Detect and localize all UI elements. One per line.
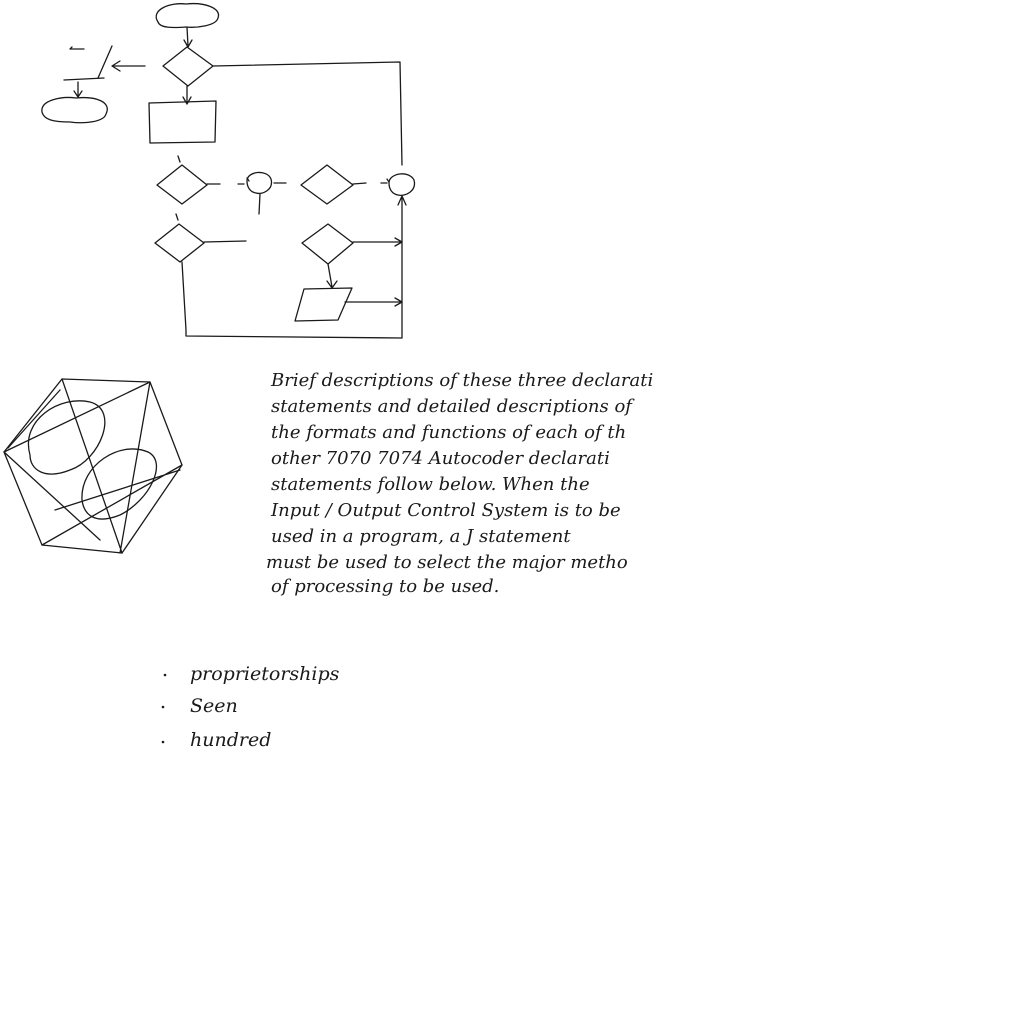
connector-circle-2 [389,174,414,196]
right-loop-line [213,62,402,165]
arrow-start-to-decision [184,27,192,47]
bullet-item-2: Seen [190,695,238,717]
start-terminator [156,4,218,28]
paragraph-line-7: used in a program, a J statement [271,526,571,547]
flowchart [42,4,415,338]
bullet-dot-1 [164,674,167,677]
paragraph-line-4: other 7070 7074 Autocoder declarati [271,448,610,469]
connector-1-tails [238,183,286,214]
paragraph-line-5: statements follow below. When the [271,474,590,495]
arrow-decision-left [112,61,145,71]
paragraph-line-2: statements and detailed descriptions of [271,396,635,417]
bottom-return-line [182,196,406,338]
end-terminator [42,98,107,123]
arrow-diamond4-right [353,238,402,246]
decision-diamond-low-2 [302,224,353,264]
bullet-dot-2 [162,706,165,709]
scribble-loops [28,401,156,519]
arrow-exit-down [74,82,82,97]
paragraph-line-8: must be used to select the major metho [266,552,628,573]
bullet-dot-3 [162,741,165,744]
line-diamond3-right [204,241,246,242]
arrow-diamond2-out [353,183,366,184]
hexagon-outline [4,379,182,553]
io-parallelogram [295,288,352,321]
scribble-hexagon [4,379,182,553]
decision-diamond-top [163,47,213,86]
bullet-list: proprietorships Seen hundred [162,663,340,751]
decision-diamond-mid-2 [301,165,353,204]
scribble-lines [4,379,182,553]
tick-marks [176,156,389,220]
decision-diamond-mid-1 [157,165,207,204]
bullet-item-1: proprietorships [190,663,340,685]
arrow-diamond4-down [327,264,337,288]
decision-diamond-low-1 [155,224,204,262]
connector-circle-1 [247,172,271,193]
paragraph-line-6: Input / Output Control System is to be [270,500,621,521]
arrow-parallelogram-right [345,298,402,306]
exit-stroke [64,46,112,80]
bullet-item-3: hundred [190,729,271,751]
paragraph-line-3: the formats and functions of each of th [271,422,626,443]
paragraph-line-9: of processing to be used. [271,576,499,597]
paragraph-line-1: Brief descriptions of these three declar… [270,370,653,391]
process-box [149,101,216,143]
handwritten-paragraph: Brief descriptions of these three declar… [266,370,653,597]
